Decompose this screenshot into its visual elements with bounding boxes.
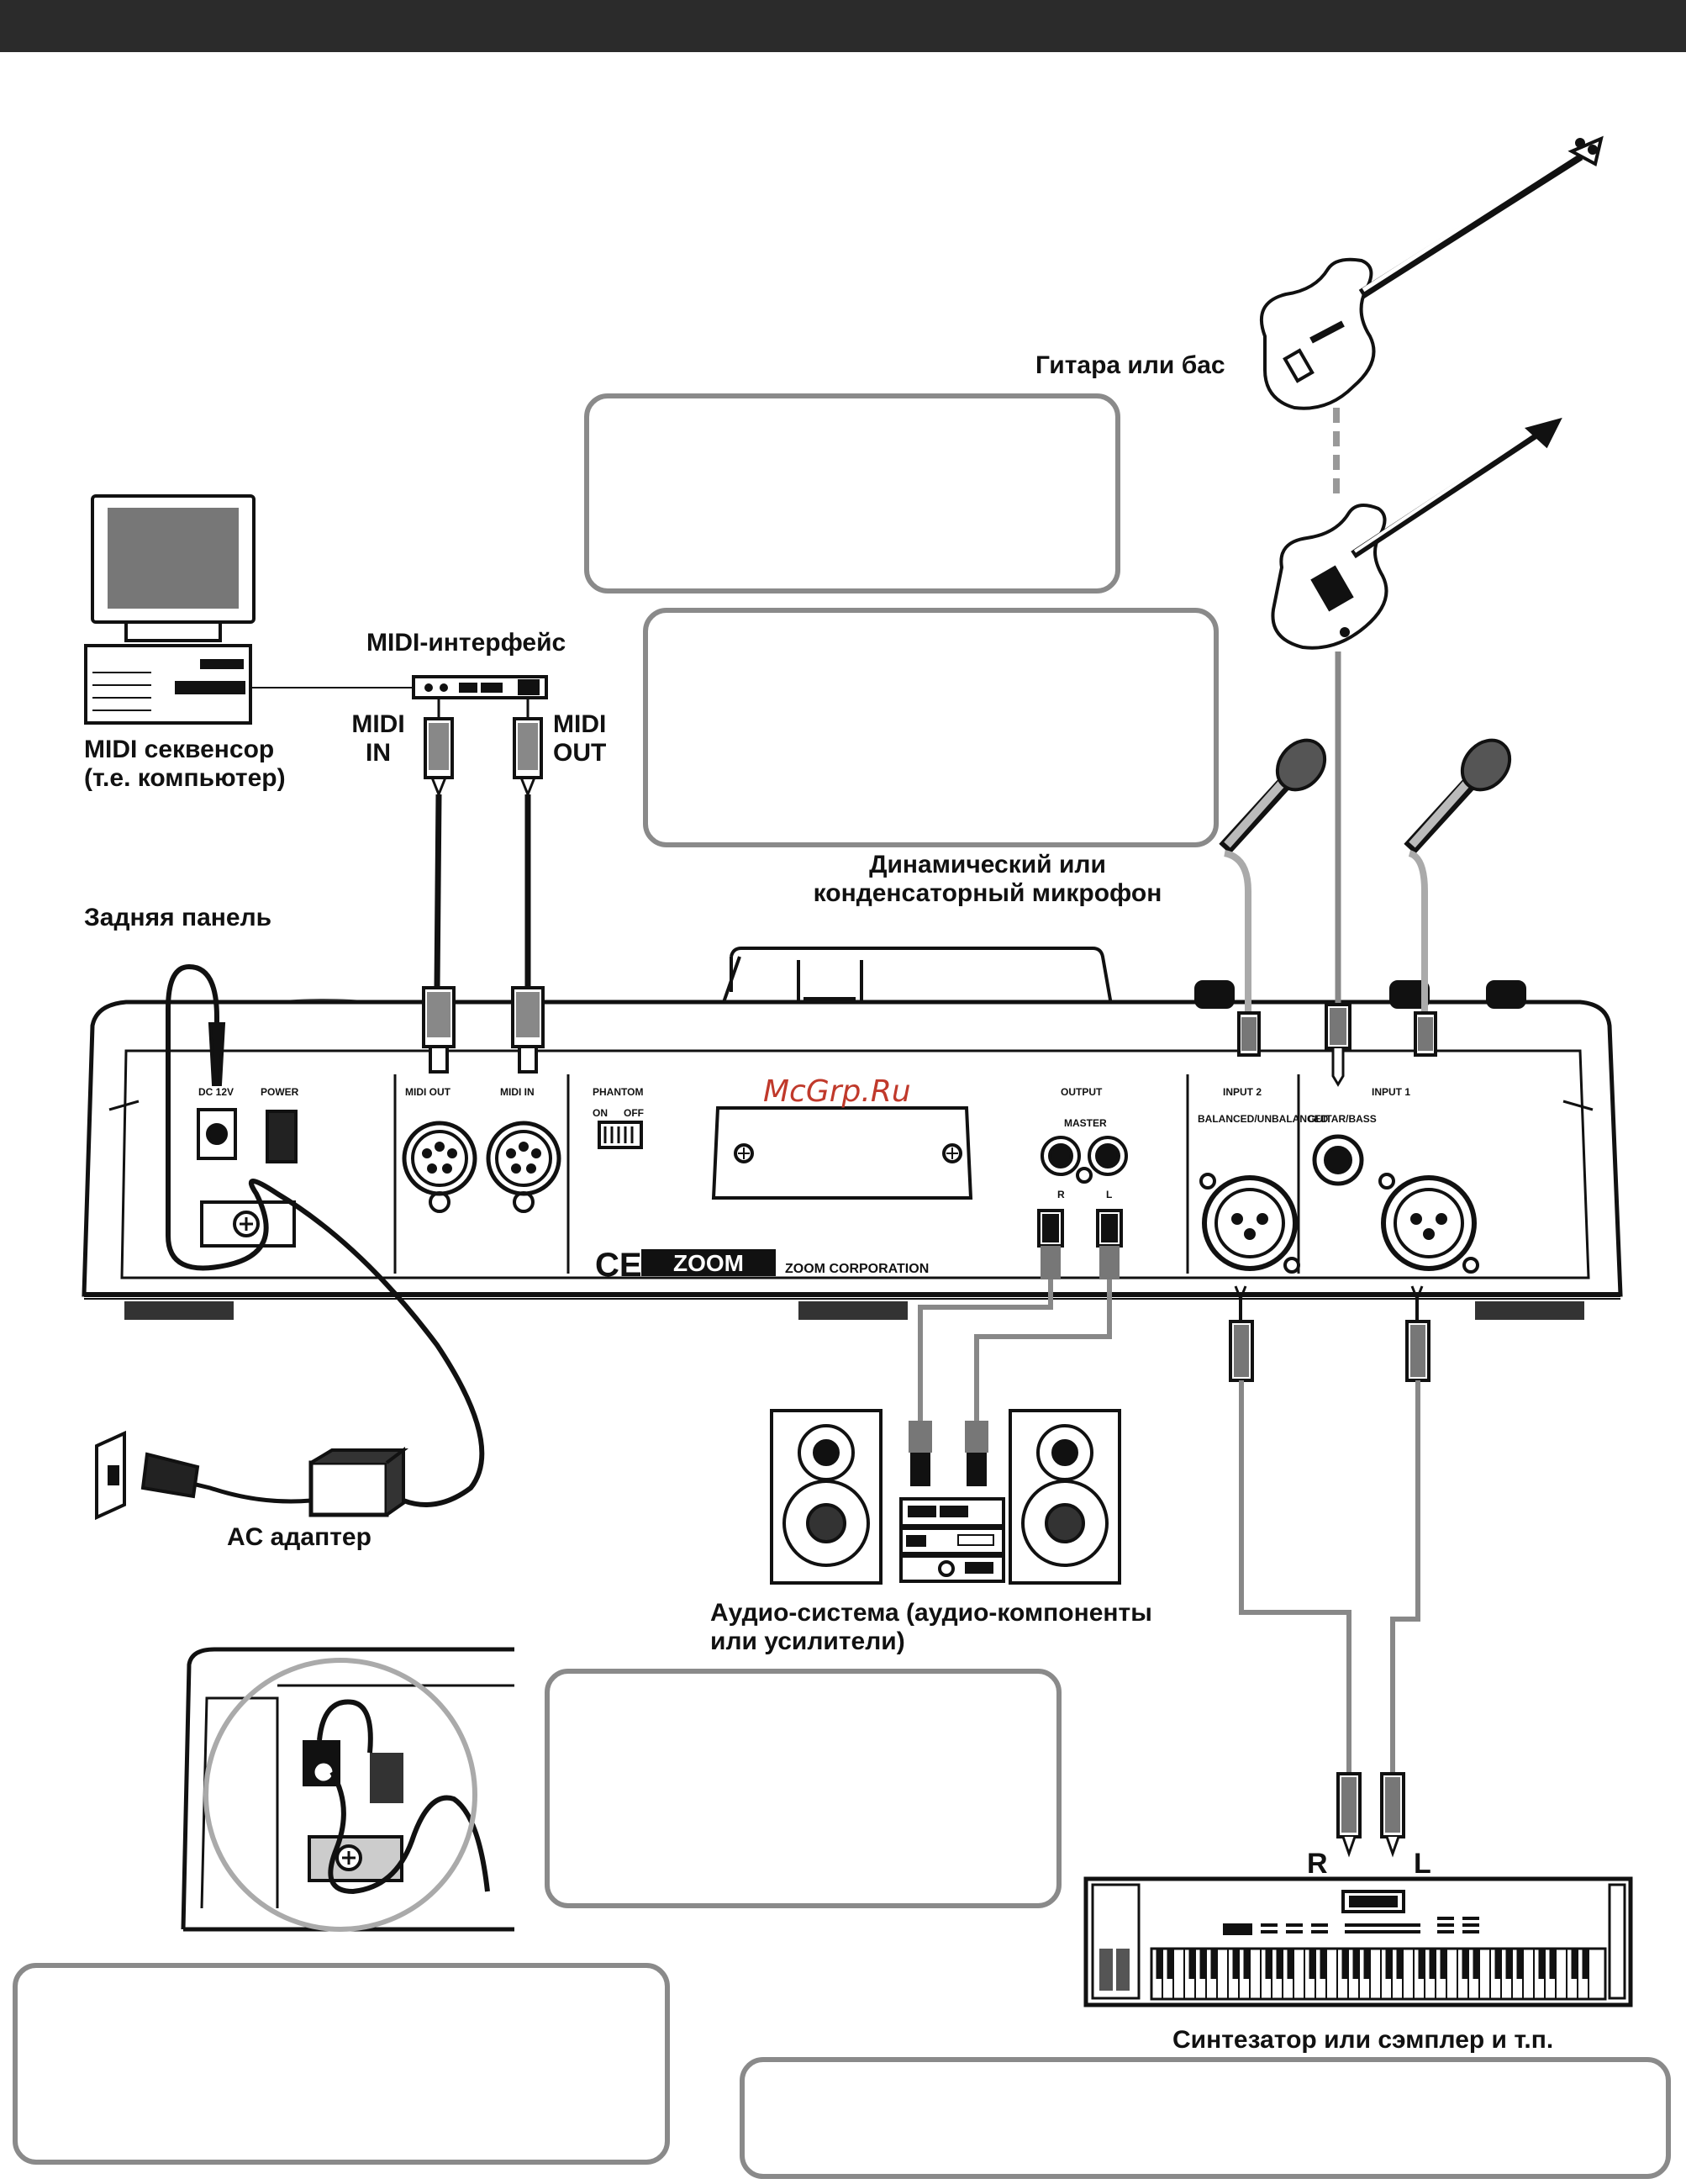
dc-jack-label: DC 12V [198,1086,234,1098]
note-box-2 [643,608,1219,847]
input1-label: INPUT 1 [1372,1086,1410,1098]
label-synth: Синтезатор или сэмплер и т.п. [1172,2026,1554,2054]
input2-label: INPUT 2 [1223,1086,1262,1098]
phantom-on-label: ON [593,1107,608,1119]
rear-panel-device: CE ZOOM ZOOM CORPORATION [82,947,1623,1320]
output-label: OUTPUT [1061,1086,1103,1098]
guitar-bass-jack-label: GUITAR/BASS [1308,1113,1377,1125]
microphones [1219,738,1512,1057]
audio-system-illustration [770,1409,1121,1585]
output-sub-label: MASTER [1064,1117,1107,1129]
power-detail-inset [181,1647,514,1932]
phantom-label: PHANTOM [593,1086,643,1098]
top-bar [0,0,1686,52]
output-r-label: R [1057,1189,1065,1200]
note-box-1 [584,393,1120,593]
label-midi-interface: MIDI-интерфейс [366,629,566,657]
synth-cables [1229,1285,1430,1858]
midi-out-jack-label: MIDI OUT [405,1086,451,1098]
power-label: POWER [261,1086,299,1098]
watermark: McGrp.Ru [763,1074,911,1109]
midi-in-jack-label: MIDI IN [500,1086,535,1098]
midi-interface-box [252,675,548,699]
output-l-label: L [1106,1189,1112,1200]
phantom-off-label: OFF [624,1107,644,1119]
note-box-5 [740,2057,1671,2179]
input2-balanced-label: BALANCED/UNBALANCED [1198,1113,1329,1125]
label-guitar-or-bass: Гитара или бас [1035,351,1225,379]
label-synth-l: L [1414,1848,1431,1880]
computer-illustration [84,494,256,725]
synthesizer-illustration [1083,1876,1633,2007]
corp-label: ZOOM CORPORATION [785,1262,929,1276]
svg-text:CE: CE [595,1247,642,1284]
brand-logo: ZOOM [673,1250,744,1276]
label-rear-panel: Задняя панель [84,904,272,931]
note-box-3 [545,1669,1062,1908]
midi-cables [422,698,545,1074]
guitar-bass-illustration [1260,135,1604,1087]
label-midi-sequencer: MIDI секвенсор(т.е. компьютер) [84,736,286,792]
device-jack-labels: DC 12V POWER MIDI OUT MIDI IN PHANTOM ON… [198,1086,1410,1200]
label-ac-adapter: AC адаптер [227,1523,371,1551]
label-synth-r: R [1307,1848,1328,1880]
note-box-4 [13,1963,670,2165]
power-cable [95,963,485,1521]
rca-cables [909,1209,1123,1486]
